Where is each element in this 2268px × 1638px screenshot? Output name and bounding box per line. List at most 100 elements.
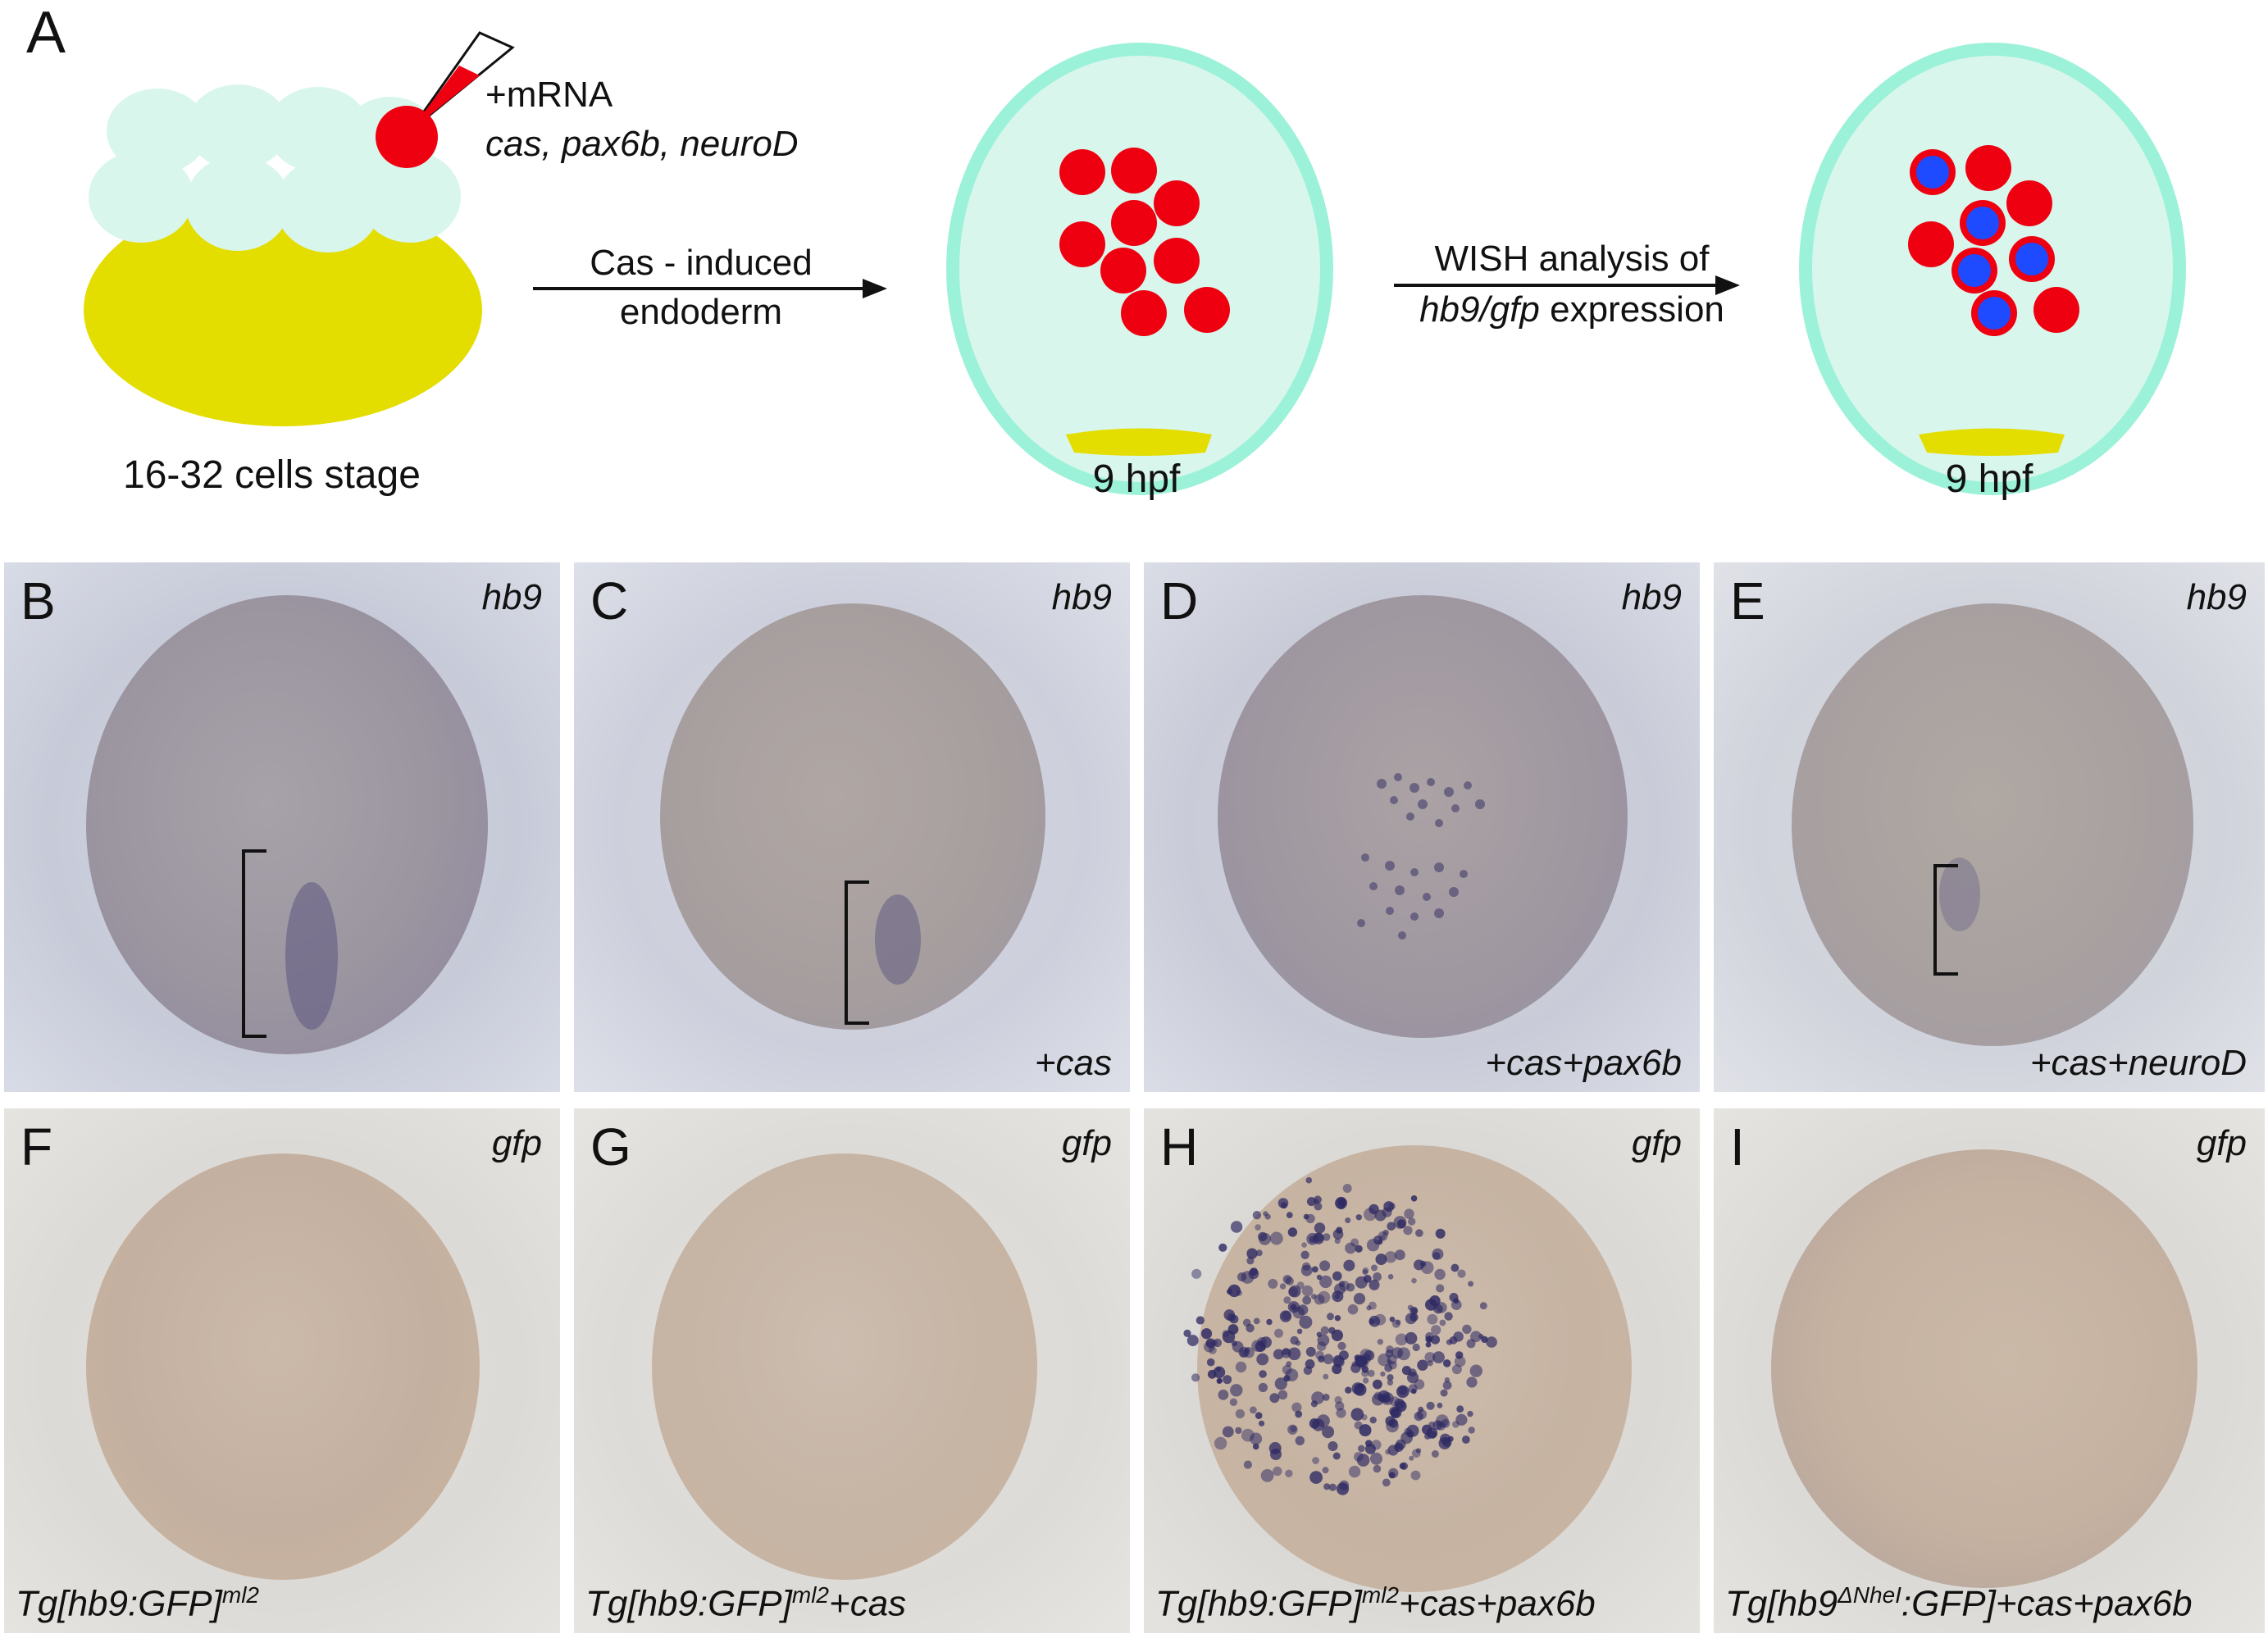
gene-label-g: gfp (1061, 1123, 1112, 1163)
stain-speckle (1362, 1377, 1369, 1384)
yolk-cell (84, 193, 482, 426)
stain-speckle (1426, 1401, 1435, 1410)
stain-speckle (1311, 1294, 1317, 1299)
stain-speckle (1354, 1421, 1363, 1430)
stain-speckle (1381, 1392, 1394, 1405)
stain-speckle (1394, 1249, 1405, 1261)
stage-label: 16-32 cells stage (123, 453, 421, 497)
panel-letter-g: G (590, 1117, 631, 1176)
stain-speckle (1379, 1235, 1386, 1240)
stain-speckle (1455, 1413, 1468, 1426)
stain-speckle (1314, 1202, 1323, 1211)
stain-speckle (1369, 1417, 1377, 1424)
stain-speckle (1469, 1364, 1482, 1377)
stain-speckle (1328, 1483, 1337, 1491)
panel-letter-i: I (1730, 1117, 1745, 1176)
stain-speckle (1334, 1396, 1342, 1404)
schematic-panel-a: A +mRNA cas, pax6b, neuroD 16-32 cells s… (26, 0, 2186, 501)
stain-speckle (1223, 1375, 1232, 1385)
stain-speckle (1287, 1227, 1298, 1237)
stain-speckle (1387, 1354, 1397, 1365)
arrow2-label-line1: WISH analysis of (1435, 239, 1710, 279)
stain-speckle (1318, 1355, 1325, 1363)
stain-speckle (1305, 1213, 1315, 1224)
stain-speckle (1366, 1305, 1372, 1311)
stain-speckle (1248, 1268, 1259, 1280)
stain-speckle (1440, 1433, 1451, 1445)
stain-speckle (1431, 1325, 1441, 1335)
stain-speckle (1273, 1466, 1282, 1476)
stain-speckle (1322, 1467, 1329, 1474)
panel-letter-e: E (1730, 571, 1765, 630)
panel-letter-c: C (590, 571, 629, 630)
stain-speckle (1373, 1379, 1382, 1390)
stain-speckle (1333, 1356, 1345, 1367)
stain-speckle (1287, 1301, 1300, 1313)
blastomeres (89, 84, 461, 253)
stain-speckle (1316, 1274, 1323, 1281)
stain-speckle (1377, 1339, 1383, 1345)
stain-speckle (1309, 1471, 1323, 1484)
stain-speckle (1319, 1260, 1331, 1272)
stain-speckle (1309, 1418, 1320, 1429)
stain-b (285, 882, 338, 1030)
embryo-9hpf-expression (1799, 43, 2186, 495)
arrow-2 (1394, 275, 1740, 295)
stain-speckle (1444, 1312, 1453, 1321)
gene-label-d: hb9 (1621, 577, 1682, 617)
embryo2-label: 9 hpf (1946, 457, 2033, 501)
stain-speckle (1305, 1176, 1313, 1184)
stain-speckle (1404, 1208, 1414, 1219)
condition-e: +cas+neuroD (2029, 1043, 2247, 1083)
stain-speckle (1250, 1432, 1263, 1445)
stain-speckle (1387, 1379, 1394, 1386)
stain-speckle (1214, 1436, 1227, 1450)
stain-speckle (1279, 1310, 1292, 1322)
stain-speckle (1277, 1390, 1288, 1400)
stain-speckle (1454, 1355, 1466, 1367)
stain-c (875, 894, 921, 985)
stain-speckle (1425, 1331, 1434, 1341)
stain-speckle (1417, 1359, 1428, 1371)
stain-speckle (1373, 1235, 1382, 1245)
stain-speckle (1409, 1455, 1414, 1461)
stain-speckle (1466, 1376, 1478, 1388)
embryo-f (86, 1153, 480, 1580)
stain-speckle (1312, 1457, 1319, 1464)
stain-speckle (1455, 1351, 1464, 1359)
stain-speckle (1358, 1383, 1364, 1390)
stain-speckle (1407, 1304, 1414, 1311)
stain-speckle (1373, 1272, 1382, 1281)
stain-speckle (1279, 1283, 1287, 1290)
condition-c: +cas (1034, 1043, 1112, 1083)
stain-speckle (1266, 1318, 1273, 1326)
stain-speckle (1269, 1393, 1280, 1404)
stain-speckle (1301, 1285, 1314, 1297)
stain-speckle (1337, 1341, 1346, 1350)
stain-speckle (1252, 1443, 1259, 1450)
stain-speckle (1290, 1335, 1299, 1345)
stain-speckle (1268, 1278, 1278, 1289)
stain-speckle (1467, 1410, 1473, 1417)
injected-cell (376, 106, 438, 168)
stain-speckle (1486, 1336, 1497, 1348)
stain-speckle (1302, 1295, 1312, 1305)
stain-speckle (1255, 1412, 1263, 1419)
stain-e (1939, 858, 1980, 931)
stain-speckle (1427, 1360, 1433, 1367)
stain-speckle (1407, 1372, 1419, 1384)
stain-speckle (1230, 1384, 1243, 1397)
stain-speckle (1317, 1341, 1327, 1351)
stain-speckle (1396, 1439, 1406, 1449)
stain-speckle (1393, 1216, 1407, 1229)
stain-speckle (1255, 1249, 1263, 1257)
stain-speckle (1323, 1373, 1329, 1380)
stain-speckle (1415, 1229, 1423, 1237)
stain-speckle (1328, 1441, 1338, 1451)
stain-speckle (1322, 1394, 1330, 1401)
stain-speckle (1287, 1424, 1298, 1435)
stain-speckle (1218, 1243, 1227, 1252)
stain-speckle (1183, 1329, 1191, 1337)
stain-speckle (1256, 1353, 1269, 1366)
stain-speckle (1380, 1371, 1386, 1377)
